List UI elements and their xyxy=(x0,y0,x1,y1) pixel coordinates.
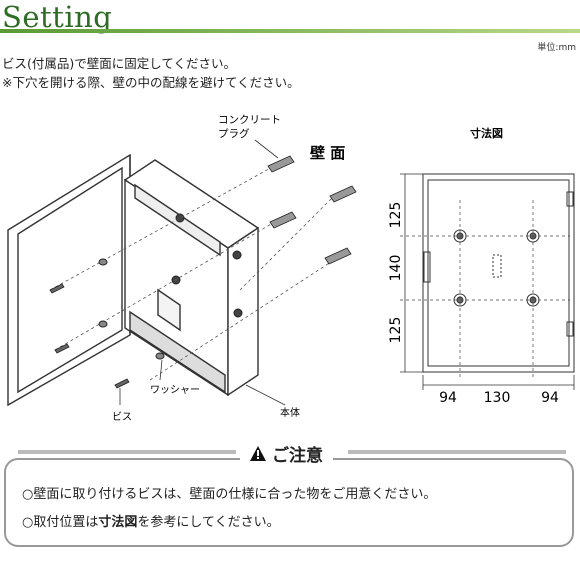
caution-item-2-prefix: ○取付位置は xyxy=(22,515,99,530)
mailbox-body xyxy=(123,159,260,397)
leader-lines xyxy=(119,139,286,406)
screw-label: ビス xyxy=(112,411,132,423)
mounting-holes xyxy=(171,213,243,318)
title-underline xyxy=(0,29,580,33)
dimension-drawing xyxy=(422,173,575,373)
caution-heading: ご注意 xyxy=(240,441,333,466)
unit-label: 単位:mm xyxy=(537,43,576,53)
horizontal-dim-middle: 130 xyxy=(484,390,511,406)
screws xyxy=(49,283,130,389)
vertical-dim-middle: 140 xyxy=(388,255,404,282)
horizontal-dim-right: 94 xyxy=(541,390,559,406)
instruction-line-2: ※下穴を開ける際、壁の中の配線を避けてください。 xyxy=(2,75,300,90)
caution-rule-left xyxy=(18,450,236,454)
dimension-guides xyxy=(400,200,570,380)
wall-label: 壁 面 xyxy=(310,144,345,162)
door-panel xyxy=(7,153,131,407)
alignment-lines xyxy=(49,159,341,381)
vertical-dim-bottom: 125 xyxy=(388,317,404,344)
caution-item-2-suffix: を参考にしてください。 xyxy=(137,515,280,530)
caution-item-2: ○取付位置は寸法図を参考にしてください。 xyxy=(22,511,280,530)
caution-heading-text: ご注意 xyxy=(272,446,323,466)
installation-diagram: コンクリート プラグ 壁 面 ワッシャー ビス 本体 寸法図 125 140 1… xyxy=(7,114,575,423)
instruction-line-1: ビス(付属品)で壁面に固定してください。 xyxy=(2,56,237,71)
horizontal-dim-left: 94 xyxy=(439,390,457,406)
washer-label: ワッシャー xyxy=(150,385,200,396)
warning-icon xyxy=(250,446,266,461)
caution-item-1: ○壁面に取り付けるビスは、壁面の仕様に合った物をご用意ください。 xyxy=(22,487,437,502)
washers xyxy=(98,258,165,360)
page-title: Setting xyxy=(2,0,113,34)
caution-rule-right xyxy=(348,450,566,454)
concrete-plugs xyxy=(267,155,357,265)
vertical-dim-top: 125 xyxy=(388,202,404,229)
caution-box xyxy=(4,458,574,547)
plug-label-line2: プラグ xyxy=(218,127,250,140)
dimension-ticks xyxy=(400,173,575,390)
dimension-title: 寸法図 xyxy=(470,126,503,140)
caution-item-2-bold: 寸法図 xyxy=(98,515,138,530)
plug-label-line1: コンクリート xyxy=(218,114,281,126)
body-label: 本体 xyxy=(280,406,300,419)
